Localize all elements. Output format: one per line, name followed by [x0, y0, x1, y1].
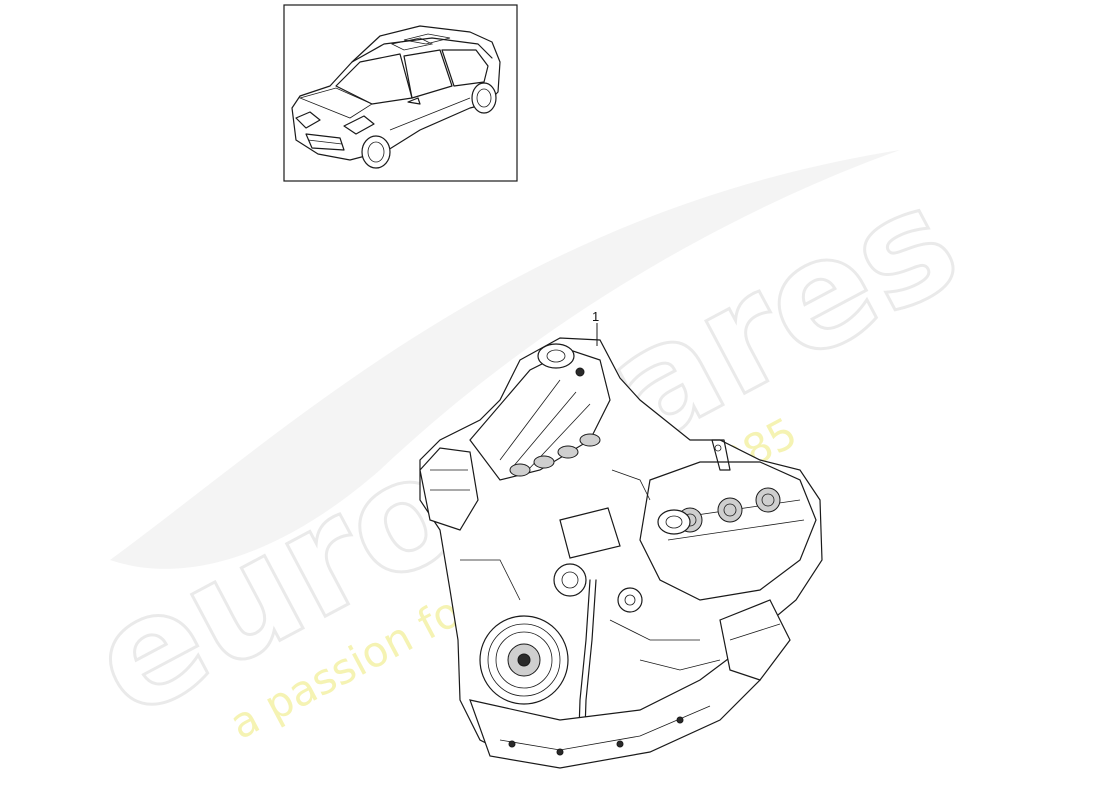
vehicle-thumbnail: [283, 4, 518, 182]
engine-assembly: [419, 337, 823, 769]
car-illustration: [291, 25, 501, 169]
callout-1-label: 1: [592, 309, 599, 324]
callout-1[interactable]: 1: [592, 309, 599, 346]
